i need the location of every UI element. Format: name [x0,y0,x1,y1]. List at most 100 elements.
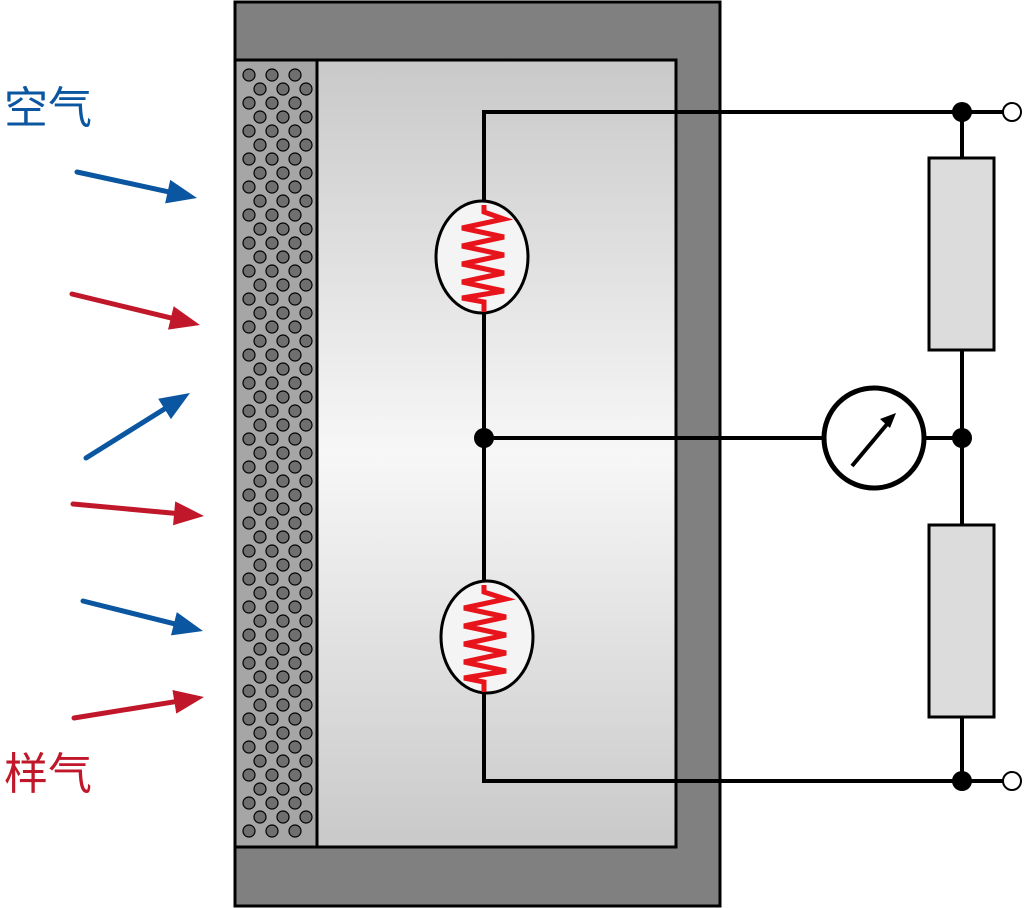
heating-coil-1-icon [461,205,514,312]
meter-needle [850,421,890,468]
filter-pore [276,586,290,600]
filter-pore [276,138,290,152]
filter-pore [288,208,302,222]
filter-pore [299,642,313,656]
fixed-resistor-1 [927,156,996,352]
filter-pore [288,96,302,110]
filter-pore [253,222,267,236]
filter-pore [253,362,267,376]
filter-pore [288,152,302,166]
filter-pore [253,390,267,404]
filter-pore [288,320,302,334]
filter-pore [288,516,302,530]
filter-pore [265,824,279,838]
filter-pore [276,782,290,796]
filter-pore [299,418,313,432]
filter-pore [276,558,290,572]
filter-pore [265,208,279,222]
filter-pore [265,460,279,474]
filter-pore [265,488,279,502]
filter-pore [299,390,313,404]
element-1-housing [434,199,530,315]
filter-pore [288,348,302,362]
filter-pore [299,782,313,796]
air-arrow-icon [83,393,190,461]
filter-pore [265,348,279,362]
filter-pore [276,502,290,516]
filter-pore [288,628,302,642]
filter-pore [253,782,267,796]
sample-gas-arrow-icon [69,291,200,330]
air-label: 空气 [4,83,92,134]
filter-pore [299,278,313,292]
filter-pore [276,614,290,628]
filter-pore [242,320,256,334]
filter-pore [288,684,302,698]
filter-pore [276,334,290,348]
filter-pore [276,446,290,460]
filter-pore [288,740,302,754]
filter-pore [253,810,267,824]
filter-pore [276,754,290,768]
filter-pore [242,152,256,166]
filter-pore [276,810,290,824]
filter-pore [265,796,279,810]
filter-pore [265,600,279,614]
filter-pore [265,572,279,586]
filter-pore [265,68,279,82]
filter-pore [276,110,290,124]
filter-pore [288,572,302,586]
filter-pore [265,404,279,418]
filter-pore [253,166,267,180]
filter-pore [299,222,313,236]
filter-pore [242,628,256,642]
filter-pore [299,530,313,544]
filter-pore [242,292,256,306]
filter-pore [288,376,302,390]
filter-pore [253,502,267,516]
filter-pore [253,698,267,712]
filter-pore [242,824,256,838]
filter-pore [265,712,279,726]
filter-pore [288,68,302,82]
filter-pore [265,320,279,334]
filter-pore [276,390,290,404]
filter-pore [265,656,279,670]
filter-pore [265,236,279,250]
filter-pore [242,740,256,754]
filter-pore [265,96,279,110]
filter-pore [288,292,302,306]
filter-pore [253,418,267,432]
meter-icon [821,385,927,491]
filter-pore [253,278,267,292]
filter-pore [242,68,256,82]
filter-pore [288,432,302,446]
junction-dot-top-right [952,102,972,122]
filter-pore [276,194,290,208]
filter-pore [242,460,256,474]
bottom-wire [482,692,1004,783]
filter-pore [253,530,267,544]
filter-pore [242,796,256,810]
measurement-chamber [315,58,678,849]
filter-pore [242,684,256,698]
filter-pore [276,250,290,264]
filter-pore [242,572,256,586]
filter-pore [253,558,267,572]
heating-coil-2-icon [463,585,516,692]
filter-pore [276,362,290,376]
filter-pore [276,530,290,544]
filter-pore [242,376,256,390]
filter-pore [253,670,267,684]
filter-pore [288,264,302,278]
filter-pore [288,824,302,838]
fixed-resistor-2 [927,523,996,719]
filter-pore [299,586,313,600]
filter-pore [242,96,256,110]
filter-pore [265,180,279,194]
filter-pore [299,810,313,824]
filter-pore [265,264,279,278]
air-arrow-icon [80,598,203,636]
filter-pore [242,124,256,138]
